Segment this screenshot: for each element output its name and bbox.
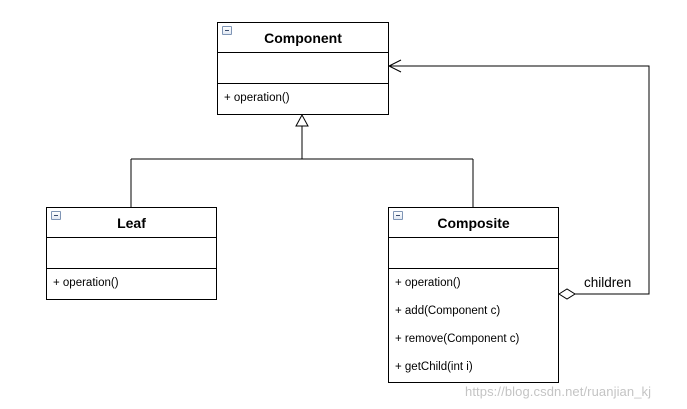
leaf-attributes (47, 238, 216, 269)
composite-class-name: Composite (437, 215, 510, 231)
composite-class-header: Composite (389, 208, 558, 238)
leaf-operations: + operation() (47, 269, 216, 307)
collapse-icon[interactable] (393, 211, 403, 220)
component-operation: + operation() (224, 92, 290, 104)
composite-attributes (389, 238, 558, 269)
composite-operation: + remove(Component c) (395, 333, 520, 345)
aggregation-diamond (558, 288, 576, 300)
component-operations: + operation() (218, 84, 388, 122)
association-arrowhead (387, 59, 402, 73)
watermark-text: https://blog.csdn.net/ruanjian_kj (465, 384, 652, 399)
component-attributes (218, 53, 388, 84)
leaf-class-name: Leaf (117, 215, 146, 231)
children-association-line (389, 65, 650, 295)
composite-operation: + operation() (395, 277, 461, 289)
leaf-class[interactable]: Leaf + operation() (46, 207, 217, 300)
composite-class[interactable]: Composite + operation() + add(Component … (388, 207, 559, 383)
composite-operation: + add(Component c) (395, 305, 501, 317)
leaf-class-header: Leaf (47, 208, 216, 238)
composite-operations: + operation() + add(Component c) + remov… (389, 269, 558, 391)
leaf-operation: + operation() (53, 277, 119, 289)
collapse-icon[interactable] (222, 26, 232, 35)
children-association-label: children (584, 275, 632, 290)
component-class[interactable]: Component + operation() (217, 22, 389, 115)
generalization-arrowhead (295, 113, 309, 127)
component-class-name: Component (264, 30, 342, 46)
collapse-icon[interactable] (51, 211, 61, 220)
component-class-header: Component (218, 23, 388, 53)
composite-operation: + getChild(int i) (395, 361, 473, 373)
